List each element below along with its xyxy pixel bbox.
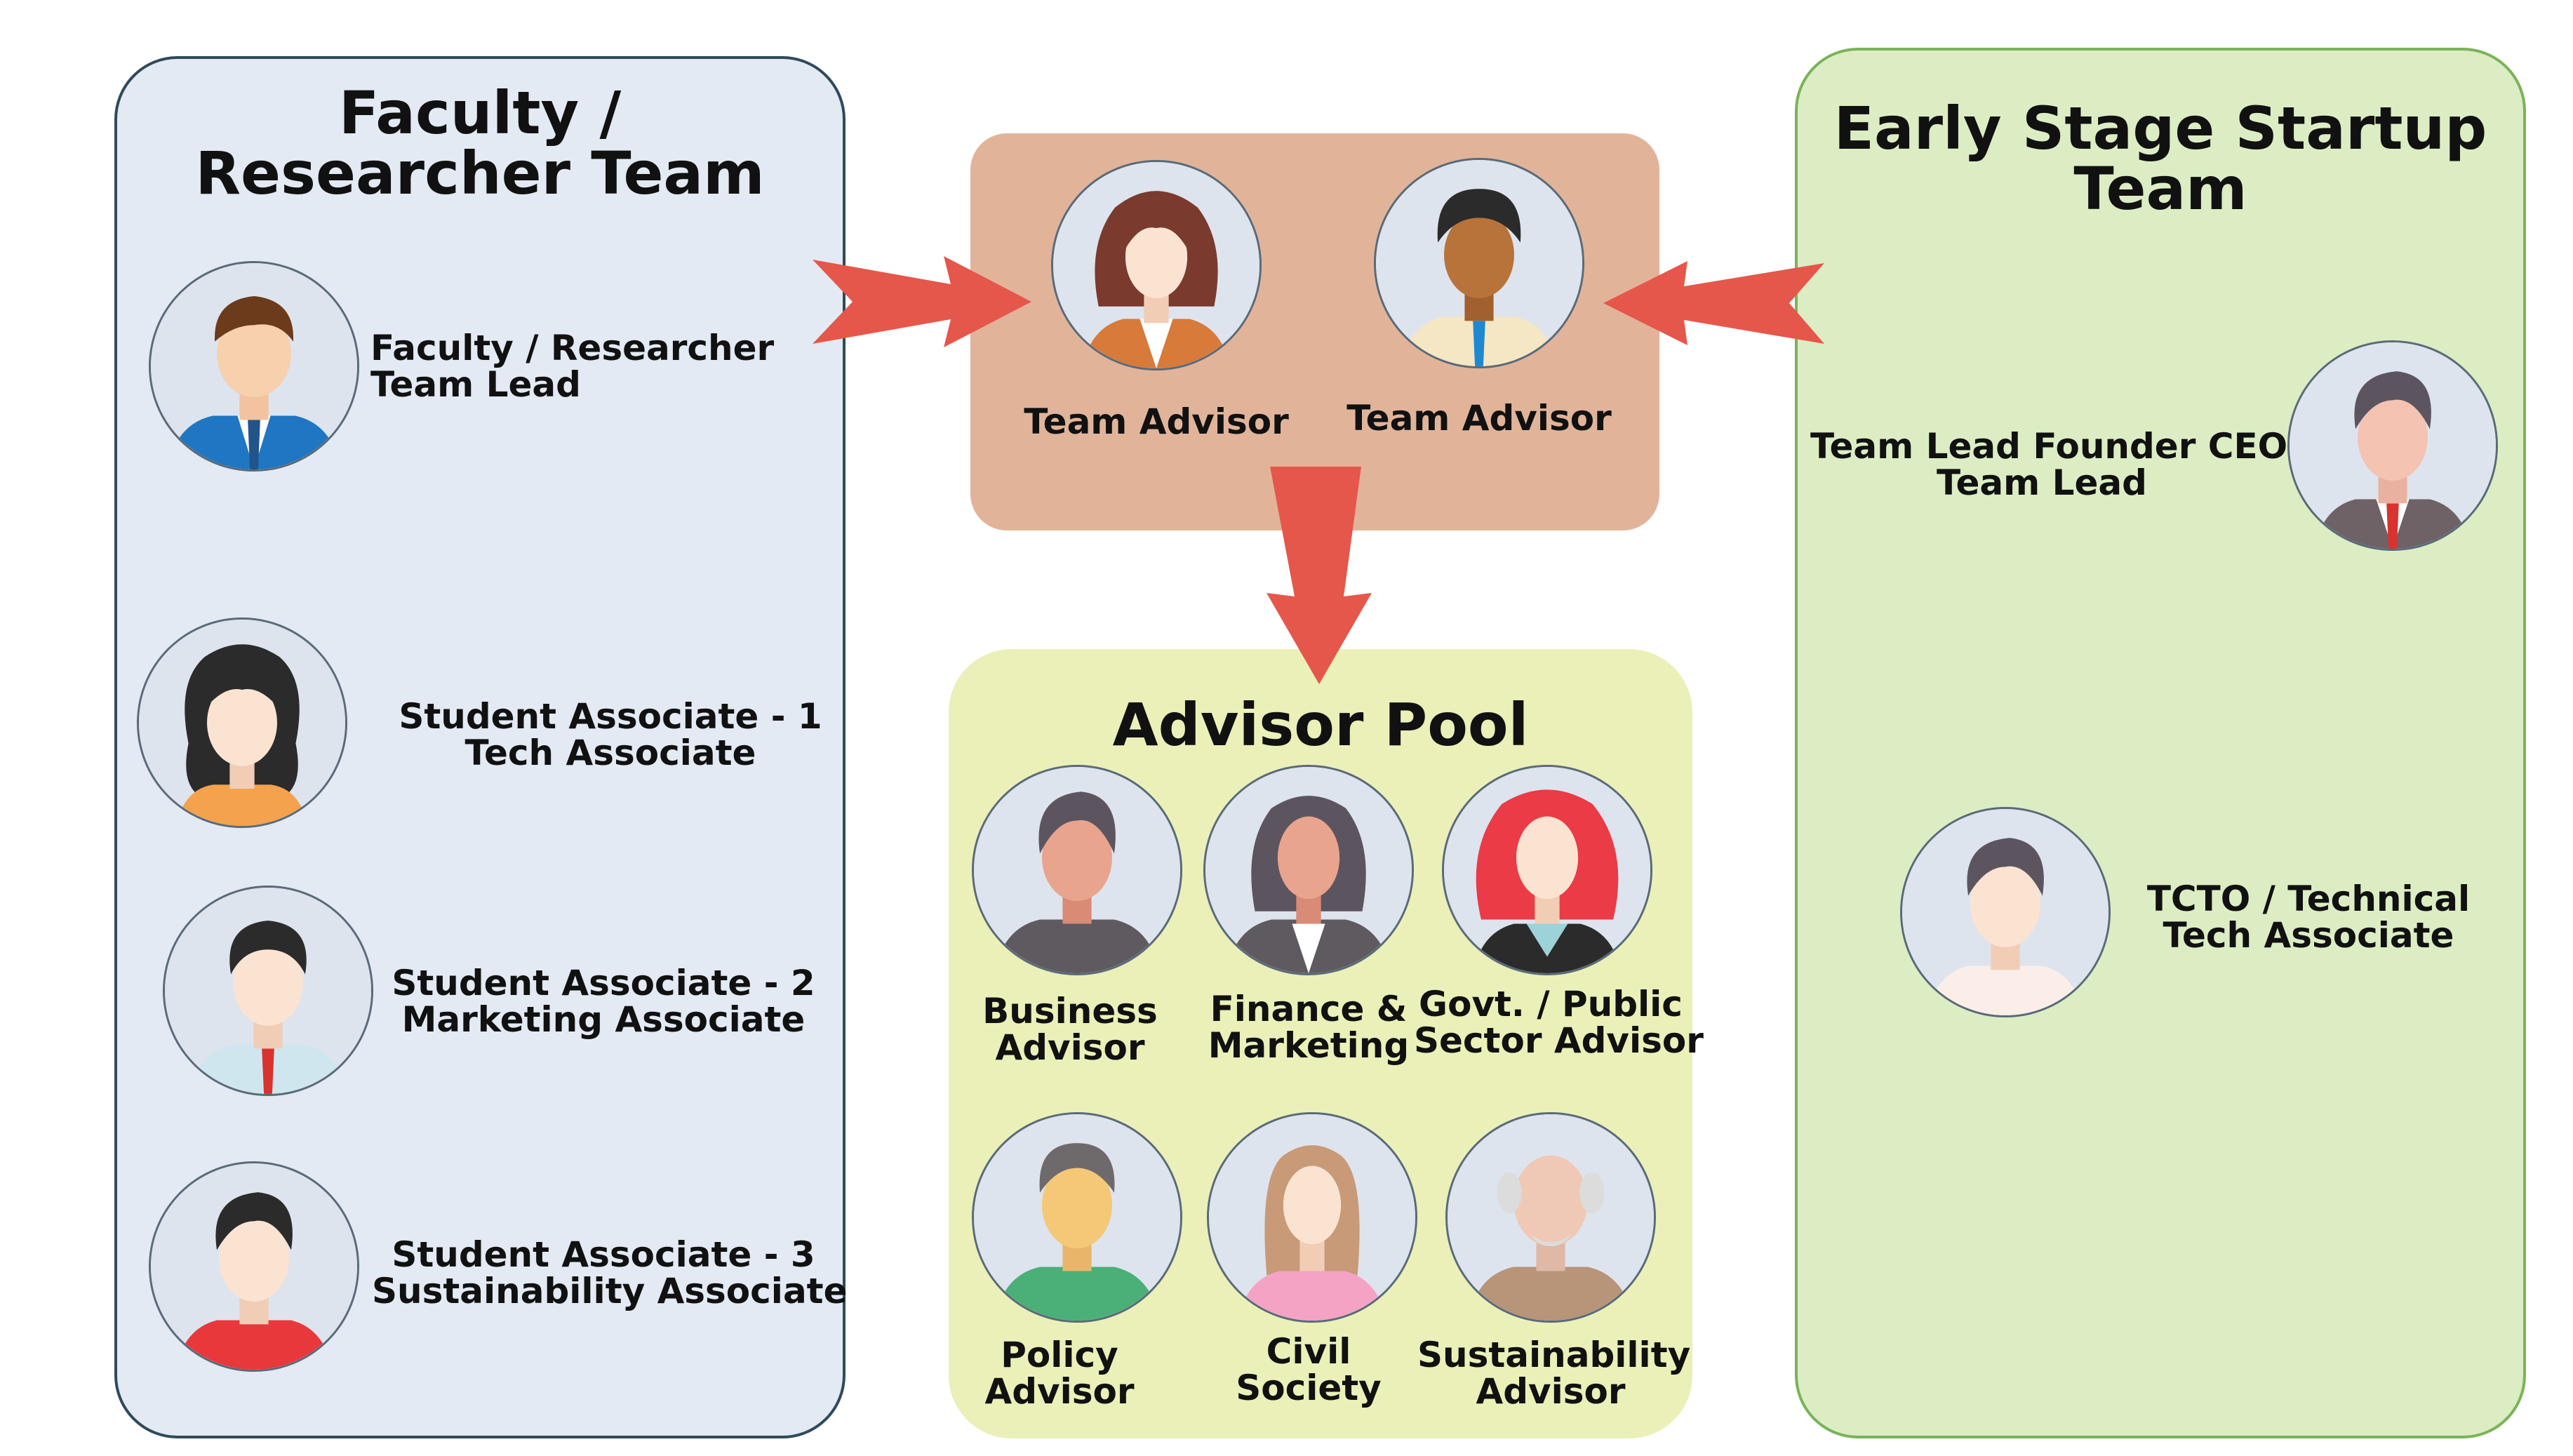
student-associate-3-label-line2: Sustainability Associate (372, 1271, 848, 1311)
student-associate-2-avatar (163, 886, 373, 1096)
student-associate-2-label-line2: Marketing Associate (401, 999, 806, 1040)
business-advisor-label-line2: Advisor (995, 1027, 1145, 1068)
business-advisor-avatar (972, 765, 1182, 975)
student-associate-2-label-line1: Student Associate - 2 (392, 963, 815, 1003)
startup-team-title-line2: Team (2073, 154, 2247, 223)
startup-ceo-avatar (2287, 340, 2498, 551)
arrow-advisors-to-pool (1267, 467, 1372, 684)
startup-cto-label-line2: Tech Associate (2163, 915, 2454, 956)
faculty-team-title: Faculty / Researcher Team (114, 83, 846, 203)
team-advisor-1-avatar (1051, 160, 1262, 370)
startup-ceo-label-line2: Team Lead (1937, 462, 2147, 503)
policy-advisor-label: Policy Advisor (944, 1337, 1175, 1410)
faculty-lead-label-line2: Team Lead (370, 364, 581, 405)
govt-public-advisor-avatar (1442, 765, 1652, 975)
finance-marketing-label: Finance & Marketing (1193, 991, 1424, 1064)
sustainability-advisor-avatar (1445, 1112, 1656, 1323)
policy-advisor-avatar (972, 1112, 1182, 1323)
sustainability-advisor-label-line1: Sustainability (1417, 1335, 1691, 1375)
faculty-team-title-line1: Faculty / (338, 79, 622, 147)
team-advisor-1-label: Team Advisor (1024, 401, 1289, 442)
startup-cto-label: TCTO / Technical Tech Associate (2112, 881, 2505, 954)
startup-cto-avatar (1900, 807, 2111, 1017)
sustainability-advisor-label-line2: Advisor (1476, 1371, 1626, 1412)
student-associate-1-label: Student Associate - 1 Tech Associate (379, 698, 842, 771)
finance-marketing-advisor-avatar (1203, 765, 1414, 975)
arrow-startup-to-advisors (1603, 261, 1824, 345)
advisor-pool-title: Advisor Pool (1112, 690, 1529, 759)
student-associate-3-avatar (149, 1161, 359, 1372)
student-associate-1-label-line1: Student Associate - 1 (399, 696, 822, 737)
faculty-lead-label-line1: Faculty / Researcher (370, 328, 775, 368)
govt-public-advisor-label: Govt. / Public Sector Advisor (1414, 984, 1704, 1061)
civil-society-advisor-avatar (1207, 1112, 1417, 1323)
student-associate-3-label: Student Associate - 3 Sustainability Ass… (372, 1234, 848, 1311)
student-associate-3-label-line1: Student Associate - 3 (392, 1234, 815, 1275)
business-advisor-label-line1: Business (982, 991, 1158, 1031)
policy-advisor-label-line2: Advisor (984, 1371, 1135, 1412)
student-associate-1-label-line2: Tech Associate (465, 733, 756, 773)
startup-cto-label-line1: TCTO / Technical (2146, 879, 2471, 919)
faculty-lead-avatar (149, 261, 359, 472)
startup-team-title: Early Stage Startup Team (1795, 98, 2526, 219)
student-associate-2-label: Student Associate - 2 Marketing Associat… (372, 965, 835, 1038)
team-advisor-2-avatar (1374, 158, 1584, 368)
startup-team-title-line1: Early Stage Startup (1833, 94, 2487, 163)
arrow-faculty-to-advisors (813, 256, 1031, 347)
civil-society-label: Civil Society (1193, 1333, 1424, 1406)
student-associate-1-avatar (137, 617, 347, 828)
civil-society-label-line1: Civil (1266, 1331, 1351, 1372)
startup-team-panel (1795, 48, 2526, 1438)
govt-public-advisor-label-line2: Sector Advisor (1414, 1020, 1704, 1061)
finance-marketing-label-line1: Finance & (1210, 989, 1408, 1029)
startup-ceo-label-line1: Team Lead Founder CEO (1810, 426, 2288, 467)
govt-public-advisor-label-line1: Govt. / Public (1419, 984, 1683, 1024)
policy-advisor-label-line1: Policy (1001, 1335, 1118, 1375)
civil-society-label-line2: Society (1236, 1368, 1382, 1408)
business-advisor-label: Business Advisor (954, 993, 1186, 1066)
startup-ceo-label: Team Lead Founder CEO Team Lead (1810, 426, 2288, 503)
faculty-lead-label: Faculty / Researcher Team Lead (370, 330, 774, 403)
team-advisor-2-label: Team Advisor (1346, 398, 1612, 439)
sustainability-advisor-label: Sustainability Advisor (1417, 1335, 1691, 1412)
finance-marketing-label-line2: Marketing (1208, 1025, 1410, 1066)
faculty-team-title-line2: Researcher Team (195, 139, 765, 208)
